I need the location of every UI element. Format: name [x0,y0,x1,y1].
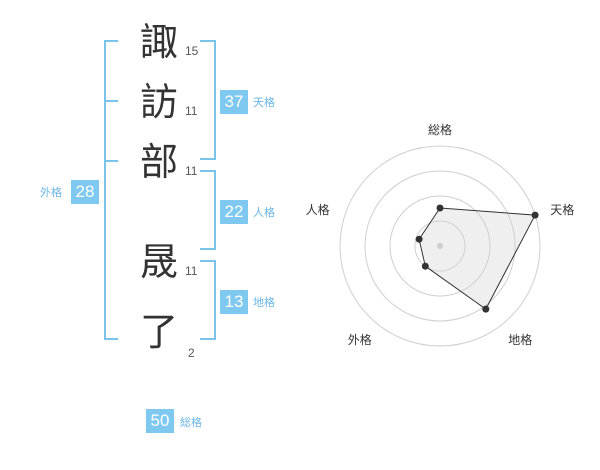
stroke-count-5: 2 [188,346,195,360]
name-char-1: 諏 [140,20,179,64]
tenkaku-bracket [200,40,216,160]
gaikaku-bracket-tick-lower [104,160,118,162]
chikaku-value: 13 [220,290,248,314]
radar-grid-ring-2 [389,195,491,297]
name-char-3: 部 [140,140,179,184]
stroke-count-3: 11 [185,164,198,178]
radar-series-polygon [418,207,536,310]
stroke-count-2: 11 [185,104,198,118]
jinkaku-value: 22 [220,200,248,224]
radar-axis-label-3: 地格 [508,332,532,347]
radar-axis-label-4: 外格 [348,332,372,347]
radar-point-1 [436,204,444,212]
chikaku-bracket [200,260,216,340]
chikaku-label: 地格 [253,296,275,309]
name-char-2: 訪 [140,80,179,124]
tenkaku-value: 37 [220,90,248,114]
radar-point-5 [415,235,423,243]
radar-axis-label-5: 人格 [306,202,330,217]
radar-axis-label-1: 総格 [428,122,452,137]
radar-point-4 [421,262,429,270]
jinkaku-label: 人格 [253,206,275,219]
name-char-4: 晟 [140,240,179,284]
stroke-count-1: 15 [185,44,199,58]
radar-center-dot [437,243,443,249]
gaikaku-bracket-tick-upper [104,100,118,102]
radar-point-2 [531,211,539,219]
radar-grid-ring-4 [339,145,541,347]
radar-point-3 [482,305,490,313]
radar-grid-ring-3 [364,170,516,322]
soukaku-value: 50 [146,409,174,433]
stroke-count-4: 11 [185,264,198,278]
radar-axis-label-2: 天格 [550,202,574,217]
radar-grid-ring-1 [414,220,466,272]
soukaku-label: 総格 [180,416,202,429]
gaikaku-value: 28 [71,180,99,204]
gaikaku-label: 外格 [40,186,62,199]
jinkaku-bracket [200,170,216,250]
tenkaku-label: 天格 [253,96,275,109]
gaikaku-bracket [104,40,118,340]
name-char-5: 了 [140,310,179,354]
